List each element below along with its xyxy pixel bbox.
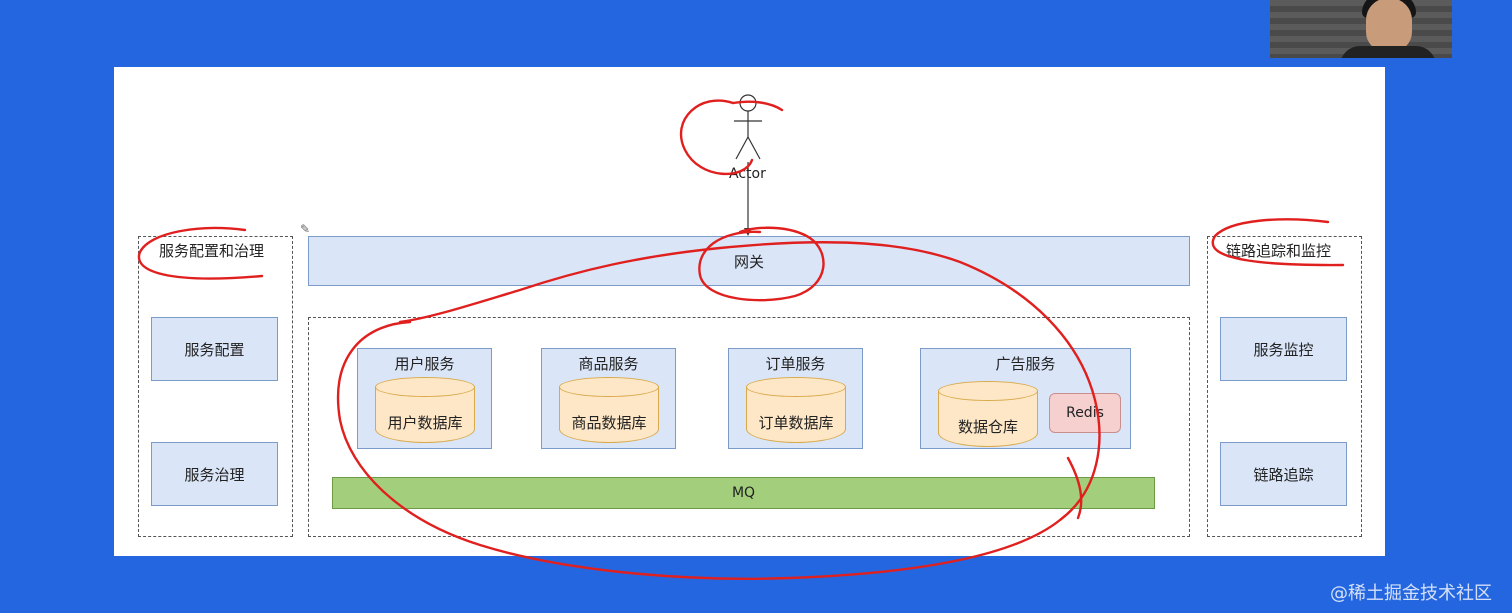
product-db-label: 商品数据库 (571, 414, 647, 432)
order-db-icon: 订单数据库 (746, 377, 846, 443)
user-db-label: 用户数据库 (387, 414, 463, 432)
service-monitor-box: 服务监控 (1220, 317, 1347, 381)
pencil-icon: ✎ (300, 222, 311, 236)
diagram-canvas: Actor ✎ 服务配置和治理 服务配置 服务治理 网关 用户服务 用户数据库 … (114, 67, 1385, 556)
actor-label: Actor (729, 166, 766, 182)
order-service-box: 订单服务 订单数据库 (728, 348, 863, 449)
user-service-title: 用户服务 (394, 355, 455, 373)
service-governance-box: 服务治理 (151, 442, 278, 506)
redis-box: Redis (1049, 393, 1121, 433)
user-db-icon: 用户数据库 (375, 377, 475, 443)
data-warehouse-icon: 数据仓库 (938, 381, 1038, 447)
mq-bar: MQ (332, 477, 1155, 509)
service-config-box: 服务配置 (151, 317, 278, 381)
product-db-icon: 商品数据库 (559, 377, 659, 443)
ad-service-box: 广告服务 数据仓库 Redis (920, 348, 1131, 449)
watermark: @稀土掘金技术社区 (1330, 583, 1492, 604)
order-service-title: 订单服务 (765, 355, 826, 373)
ad-service-title: 广告服务 (995, 355, 1056, 373)
webcam-presenter (1270, 0, 1452, 58)
left-group-title: 服务配置和治理 (159, 242, 265, 260)
product-service-box: 商品服务 商品数据库 (541, 348, 676, 449)
order-db-label: 订单数据库 (758, 414, 834, 432)
data-warehouse-label: 数据仓库 (957, 418, 1018, 436)
trace-box: 链路追踪 (1220, 442, 1347, 506)
gateway-box: 网关 (308, 236, 1190, 286)
product-service-title: 商品服务 (578, 355, 639, 373)
user-service-box: 用户服务 用户数据库 (357, 348, 492, 449)
right-group-title: 链路追踪和监控 (1226, 242, 1332, 260)
